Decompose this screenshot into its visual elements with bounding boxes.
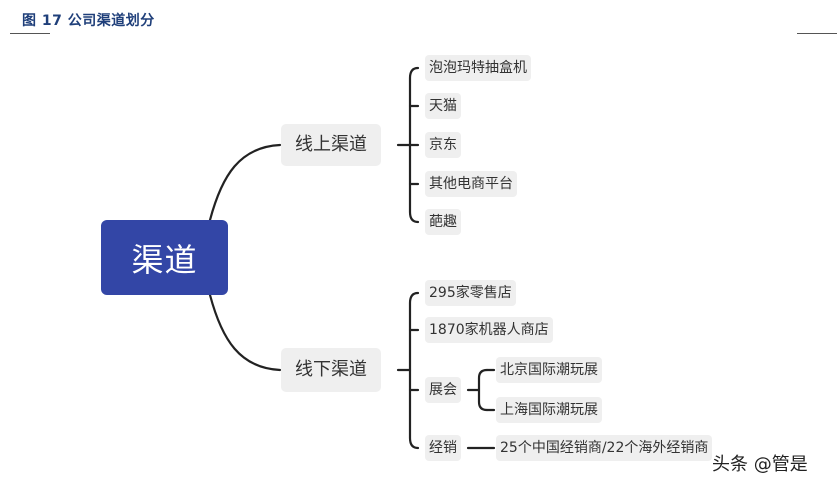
- node-exhibition-beijing: 北京国际潮玩展: [496, 357, 602, 383]
- node-offline-channel: 线下渠道: [281, 348, 381, 392]
- node-distribution-detail: 25个中国经销商/22个海外经销商: [496, 435, 713, 461]
- link-exhibition-bracket: [477, 368, 489, 412]
- link-root-offline: [208, 293, 282, 372]
- node-online-popmart-box: 泡泡玛特抽盒机: [425, 55, 531, 81]
- link-offline-bracket: [408, 291, 420, 450]
- node-exhibition-shanghai: 上海国际潮玩展: [496, 397, 602, 423]
- root-node: 渠道: [101, 220, 228, 295]
- node-online-paqu: 葩趣: [425, 209, 461, 235]
- node-online-tmall: 天猫: [425, 93, 461, 119]
- title-rule-left: [10, 33, 50, 34]
- figure-title: 图 17 公司渠道划分: [22, 13, 155, 29]
- link-root-online: [208, 143, 282, 222]
- node-offline-retail-stores: 295家零售店: [425, 280, 516, 306]
- node-online-jd: 京东: [425, 132, 461, 158]
- node-offline-distribution: 经销: [425, 435, 461, 461]
- title-rule-right: [797, 33, 837, 34]
- node-online-channel: 线上渠道: [281, 124, 381, 166]
- watermark-text: 头条 @管是: [712, 454, 808, 475]
- node-offline-robot-stores: 1870家机器人商店: [425, 317, 553, 343]
- node-offline-exhibition: 展会: [425, 377, 461, 403]
- node-online-other: 其他电商平台: [425, 171, 517, 197]
